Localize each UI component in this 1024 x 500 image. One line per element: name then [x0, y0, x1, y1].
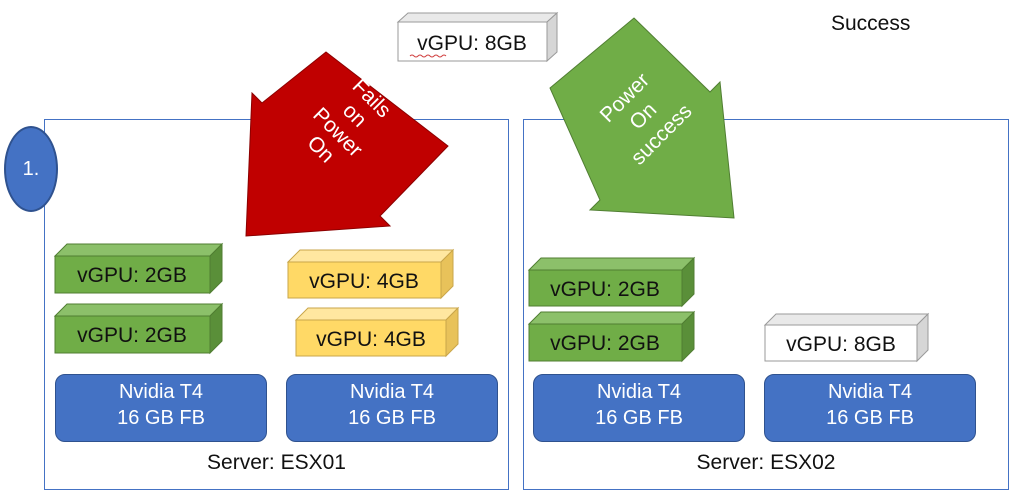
vgpu-label: vGPU: 2GB: [550, 332, 660, 355]
gpu-memory: 16 GB FB: [826, 407, 914, 429]
vgpu-label: vGPU: 2GB: [77, 264, 187, 287]
vgpu-label: vGPU: 2GB: [550, 278, 660, 301]
vgpu-box: vGPU: 2GB: [527, 256, 696, 308]
vgpu-label: vGPU: 2GB: [77, 324, 187, 347]
gpu-card: Nvidia T4 16 GB FB: [55, 374, 267, 442]
gpu-card: Nvidia T4 16 GB FB: [286, 374, 498, 442]
gpu-model: Nvidia T4: [596, 381, 682, 403]
vgpu-box: vGPU: 2GB: [53, 302, 224, 355]
vgpu-box: vGPU: 2GB: [527, 310, 696, 363]
vgpu-box: vGPU: 8GB: [763, 312, 930, 363]
gpu-model: Nvidia T4: [827, 381, 913, 403]
vgpu-box: vGPU: 2GB: [53, 242, 224, 295]
gpu-model: Nvidia T4: [118, 381, 204, 403]
gpu-memory: 16 GB FB: [117, 407, 205, 429]
server-label: Server: ESX01: [207, 451, 346, 474]
vgpu-box: vGPU: 4GB: [286, 248, 455, 300]
gpu-card: Nvidia T4 16 GB FB: [764, 374, 976, 442]
gpu-memory: 16 GB FB: [348, 407, 436, 429]
success-arrow: Power On success: [549, 17, 735, 219]
gpu-memory: 16 GB FB: [595, 407, 683, 429]
vgpu-box: vGPU: 4GB: [294, 306, 460, 358]
gpu-model: Nvidia T4: [349, 381, 435, 403]
vgpu-label: vGPU: 4GB: [309, 270, 419, 293]
step-badge: 1.: [4, 126, 58, 212]
vgpu-label: vGPU: 4GB: [316, 328, 426, 351]
vgpu-label: vGPU: 8GB: [786, 333, 896, 356]
vgpu-label: vGPU: 8GB: [417, 32, 527, 55]
fail-arrow: Fails on Power On: [245, 51, 449, 237]
status-text: Success: [831, 12, 911, 35]
vgpu-box-floating: vGPU: 8GB: [396, 11, 559, 63]
gpu-card: Nvidia T4 16 GB FB: [533, 374, 745, 442]
server-label: Server: ESX02: [696, 451, 836, 474]
